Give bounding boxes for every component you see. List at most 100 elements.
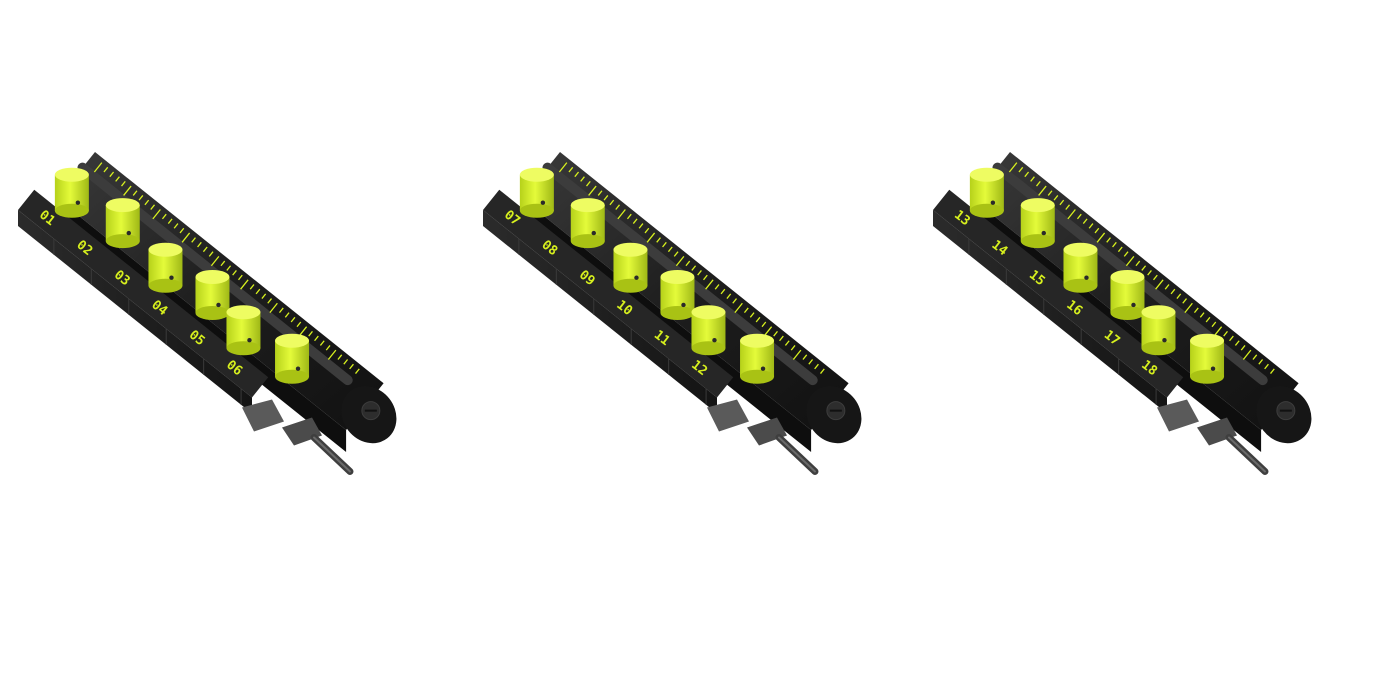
scale-tick [1112,241,1117,248]
cup [1141,305,1176,356]
cups-group [969,167,1225,384]
scale-tick [109,171,115,178]
scale-tick [1242,349,1252,360]
cup-hole [1041,230,1046,236]
scale-tick [123,185,132,196]
scale-tick [337,354,343,360]
scale-tick [615,204,621,210]
scale-tick [1125,255,1135,267]
scale-tick [191,237,196,243]
cup-top [1190,333,1225,348]
cup-base [226,341,261,356]
scale-tick [703,274,708,281]
scale-tick [1065,204,1071,210]
cup-hole [634,275,639,280]
scale-tick [779,335,784,342]
cup [54,167,89,218]
scale-tick [349,363,354,370]
scale-tick [1096,232,1106,243]
scale-tick [355,368,360,374]
scale-tick [720,288,726,295]
scale-tick [308,330,313,337]
scale-tick [558,162,568,173]
cup-base [148,278,183,293]
scale-tick [240,279,249,290]
scale-tick [646,232,656,243]
cup-base [1063,278,1098,293]
scale-tick [609,199,615,206]
scale-tick [732,298,738,304]
cups-group [54,167,310,384]
cup-top [613,242,648,257]
scale-tick [103,166,109,173]
cup-base [1190,369,1225,384]
handle-rod-highlight [778,436,816,473]
scale-tick [93,162,103,173]
scale-tick [726,293,732,299]
cup-hole [1210,366,1216,371]
scale-tick [749,312,755,318]
scale-tick [685,260,691,267]
scale-tick [115,176,120,182]
scale-tick [761,321,767,328]
scale-tick [586,180,591,187]
hinge-mechanism [707,399,819,475]
cup [148,242,183,293]
scale-tick [161,213,167,220]
scale-tick [284,312,290,318]
scale-tick [261,293,267,299]
numbered-bar-side [933,210,1167,414]
cup-base [195,305,230,320]
cup-top [226,305,261,320]
scale-tick [208,251,214,257]
scale-tick [667,246,673,253]
scale-tick [1147,270,1152,276]
scale-tick [734,302,743,314]
hinge-block [1157,399,1199,432]
cup-top [570,198,605,213]
cup [1190,333,1225,384]
cup-hole [591,230,596,236]
scale-rail [522,152,862,453]
scale-ticks [1008,162,1275,374]
scale-tick [269,302,278,314]
scale-tick [232,270,237,276]
scale-tick [697,270,702,276]
scale-tick [673,251,679,257]
cup-base [105,234,140,249]
cup-base [1110,305,1145,320]
scale-tick [743,307,749,314]
scale-rail [57,152,397,453]
cup-base [660,305,695,320]
cup [969,167,1004,218]
cup-hole [75,200,81,205]
scale-tick [138,195,144,201]
cup-top [1110,269,1145,284]
cup-hole [1084,275,1089,280]
scale-tick [1008,162,1018,173]
scale-tick [173,223,179,229]
scale-tick [1067,209,1076,220]
cup [740,333,775,384]
scale-tick [675,255,685,267]
cup-top [275,333,310,348]
cup-top [105,198,140,213]
scale-tick [181,232,191,243]
scale-tick [574,171,580,178]
numbered-bar-top [483,189,734,398]
scale-tick [656,237,661,243]
scale-tick [1199,312,1205,318]
scale-tick [662,241,667,248]
scale-tick [714,284,720,290]
scale-tick [1106,237,1111,243]
scale-tick [1205,316,1211,323]
scale-tick [1155,279,1164,290]
scale-tick [267,298,273,304]
cup-hole [540,200,546,205]
cup-top [1063,242,1098,257]
cup-hole [712,338,717,343]
scale-tick [298,326,308,337]
scale-tick [603,195,609,201]
